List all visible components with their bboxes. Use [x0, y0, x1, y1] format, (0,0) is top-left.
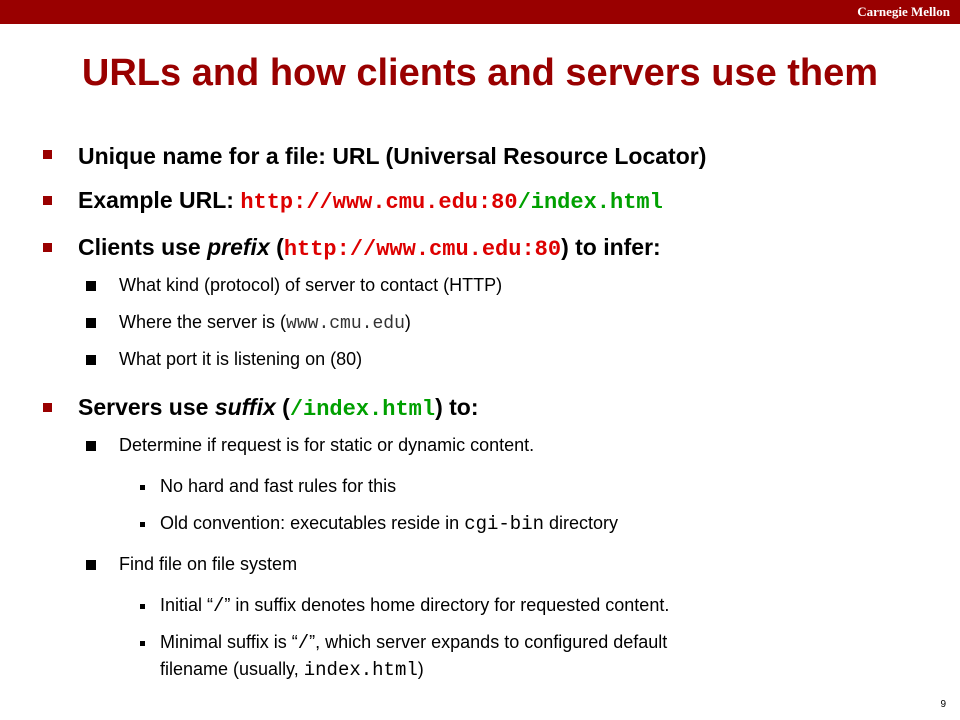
- index-html-code: index.html: [303, 659, 418, 681]
- bullet-example-url: Example URL: http://www.cmu.edu:80/index…: [78, 187, 663, 215]
- sub-sub-bullet-text: Initial “: [160, 595, 214, 615]
- slash-code: /: [297, 632, 310, 654]
- sub-sub-bullet-minimal-suffix-continued: filename (usually, index.html): [160, 659, 424, 681]
- slash-code: /: [213, 595, 225, 617]
- url-suffix-code: /index.html: [517, 190, 663, 215]
- bullet-text: (: [269, 234, 284, 260]
- bullet-square-icon: [43, 150, 52, 159]
- sub-bullet-icon: [86, 560, 96, 570]
- sub-bullet-find-file: Find file on file system: [119, 554, 297, 575]
- sub-bullet-static-dynamic: Determine if request is for static or dy…: [119, 435, 534, 456]
- sub-bullet-text: Find file on file system: [119, 554, 298, 574]
- sub-bullet-icon: [86, 441, 96, 451]
- sub-sub-bullet-text: No hard and fast rules for this: [160, 476, 397, 496]
- sub-sub-bullet-icon: [140, 604, 145, 609]
- sub-bullet-port: What port it is listening on (80): [119, 349, 362, 370]
- bullet-clients-prefix: Clients use prefix (http://www.cmu.edu:8…: [78, 234, 661, 262]
- sub-sub-bullet-no-rules: No hard and fast rules for this: [160, 476, 396, 497]
- bullet-square-icon: [43, 196, 52, 205]
- bullet-square-icon: [43, 403, 52, 412]
- bullet-text: Clients use: [78, 234, 208, 260]
- sub-sub-bullet-cgi-bin: Old convention: executables reside in cg…: [160, 513, 618, 535]
- sub-bullet-protocol: What kind (protocol) of server to contac…: [119, 275, 502, 296]
- sub-sub-bullet-text: filename (usually,: [160, 659, 304, 679]
- bullet-text: Unique name for a file: URL (Universal R…: [78, 143, 707, 169]
- sub-sub-bullet-text: Old convention: executables reside in: [160, 513, 465, 533]
- bullet-url-definition: Unique name for a file: URL (Universal R…: [78, 143, 706, 170]
- sub-bullet-text: Determine if request is for static or dy…: [119, 435, 535, 455]
- cgi-bin-code: cgi-bin: [464, 513, 545, 535]
- prefix-code: http://www.cmu.edu:80: [283, 237, 562, 262]
- emphasis-suffix: suffix: [214, 394, 276, 420]
- sub-sub-bullet-text: directory: [544, 513, 619, 533]
- bullet-text: Example URL:: [78, 187, 241, 213]
- sub-sub-bullet-initial-slash: Initial “/” in suffix denotes home direc…: [160, 595, 669, 617]
- bullet-text: (: [275, 394, 290, 420]
- sub-bullet-text: ): [404, 312, 411, 332]
- sub-bullet-text: What port it is listening on (80): [119, 349, 363, 369]
- brand-label: Carnegie Mellon: [857, 4, 950, 19]
- sub-bullet-server-location: Where the server is (www.cmu.edu): [119, 312, 411, 334]
- sub-sub-bullet-text: ” in suffix denotes home directory for r…: [224, 595, 670, 615]
- sub-sub-bullet-icon: [140, 485, 145, 490]
- bullet-text: Servers use: [78, 394, 215, 420]
- sub-bullet-text: Where the server is (: [119, 312, 287, 332]
- url-prefix-code: http://www.cmu.edu:80: [240, 190, 518, 215]
- sub-bullet-icon: [86, 281, 96, 291]
- sub-sub-bullet-icon: [140, 641, 145, 646]
- sub-bullet-icon: [86, 355, 96, 365]
- bullet-text: ) to:: [435, 394, 479, 420]
- sub-sub-bullet-icon: [140, 522, 145, 527]
- suffix-code: /index.html: [289, 397, 436, 422]
- page-number: 9: [940, 699, 946, 710]
- sub-bullet-text: What kind (protocol) of server to contac…: [119, 275, 503, 295]
- bullet-square-icon: [43, 243, 52, 252]
- bullet-text: ) to infer:: [561, 234, 661, 260]
- sub-sub-bullet-text: ”, which server expands to configured de…: [309, 632, 668, 652]
- header-bar: Carnegie Mellon: [0, 0, 960, 24]
- slide-title: URLs and how clients and servers use the…: [81, 52, 879, 94]
- sub-sub-bullet-text: ): [417, 659, 424, 679]
- host-code: www.cmu.edu: [286, 314, 405, 334]
- sub-sub-bullet-text: Minimal suffix is “: [160, 632, 298, 652]
- sub-bullet-icon: [86, 318, 96, 328]
- bullet-servers-suffix: Servers use suffix (/index.html) to:: [78, 394, 478, 422]
- emphasis-prefix: prefix: [207, 234, 270, 260]
- sub-sub-bullet-minimal-suffix: Minimal suffix is “/”, which server expa…: [160, 632, 667, 654]
